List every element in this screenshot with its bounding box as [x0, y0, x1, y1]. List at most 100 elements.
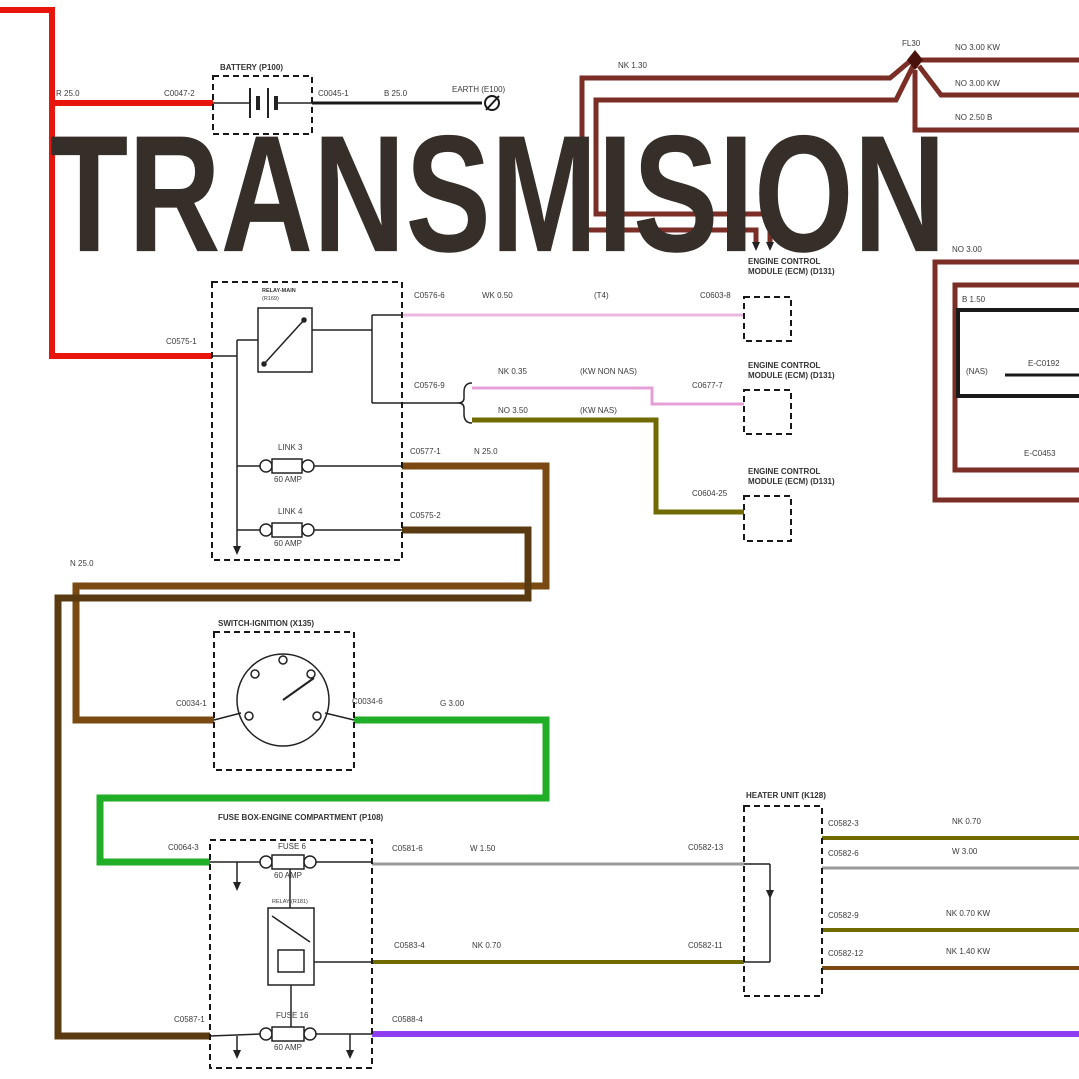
connector-label: E-C0192 — [1028, 359, 1060, 368]
ecm-box-3 — [743, 495, 792, 542]
heater-unit-box — [743, 805, 823, 997]
wire-code-label: NK 1.40 KW — [946, 947, 991, 956]
ecm-wire-olive — [472, 417, 744, 515]
connector-label: C0603-8 — [700, 291, 731, 300]
ignition-output-wire-green — [96, 716, 550, 866]
fusible-link-label: FL30 — [902, 39, 921, 48]
maroon-loop-outer — [579, 60, 911, 244]
fusible-link-harness-maroon — [579, 50, 1079, 503]
connector-label: C0577-1 — [410, 447, 441, 456]
fuse-rating-label: 60 AMP — [274, 1043, 303, 1052]
fuse-label: FUSE 6 — [278, 842, 307, 851]
wire-code-label: NK 0.35 — [498, 367, 527, 376]
fuse-label: LINK 4 — [278, 507, 303, 516]
component-name-ecm1: ENGINE CONTROL — [748, 257, 821, 266]
wire-code-label: NO 3.50 — [498, 406, 528, 415]
component-name-relay: RELAY-MAIN — [262, 288, 296, 294]
component-name-fusebox-relay: RELAY (R181) — [272, 899, 308, 905]
wire-code-label: B 1.50 — [962, 295, 986, 304]
component-name-ecm1b: MODULE (ECM) (D131) — [748, 267, 835, 276]
connector-label: C0582-6 — [828, 849, 859, 858]
wire-code-label: R 25.0 — [56, 89, 80, 98]
wire-code-label: N 25.0 — [474, 447, 498, 456]
fusible-link-node — [907, 50, 923, 70]
connector-label: C0064-3 — [168, 843, 199, 852]
component-name-ecm2: ENGINE CONTROL — [748, 361, 821, 370]
arrowheads — [233, 546, 774, 1059]
wire-code-label: N 25.0 — [70, 559, 94, 568]
page-title: TRANSMISION — [50, 101, 946, 288]
connector-label: C0034-1 — [176, 699, 207, 708]
main-relay-symbol — [257, 307, 313, 373]
wire-split-brace — [457, 382, 473, 424]
ecm-wire-pink-2 — [472, 386, 744, 406]
component-name-heater: HEATER UNIT (K128) — [746, 791, 826, 800]
connector-label: C0582-12 — [828, 949, 864, 958]
wire-code-label: NK 1.30 — [618, 61, 647, 70]
fuse-rating-label: 60 AMP — [274, 475, 303, 484]
maroon-c-loop-1 — [932, 259, 1079, 503]
ecm-box-1 — [743, 296, 792, 342]
wire-code-label: NO 3.00 KW — [955, 43, 1000, 52]
battery-symbol — [249, 88, 278, 118]
fuse16-symbol — [259, 1026, 317, 1042]
connector-label: C0575-2 — [410, 511, 441, 520]
connector-label: C0587-1 — [174, 1015, 205, 1024]
market-tag-label: (KW NAS) — [580, 406, 617, 415]
arrowhead-ecm-feed-1 — [752, 242, 760, 251]
battery-feed-wire-red — [0, 7, 213, 359]
maroon-right-3 — [912, 70, 1079, 133]
market-tag-label: (KW NON NAS) — [580, 367, 637, 376]
earth-label: EARTH (E100) — [452, 85, 506, 94]
component-name-battery: BATTERY (P100) — [220, 63, 283, 72]
wire-code-label: B 25.0 — [384, 89, 408, 98]
component-name-ecm3: ENGINE CONTROL — [748, 467, 821, 476]
fuse-rating-label: 60 AMP — [274, 871, 303, 880]
connector-label: C0582-11 — [688, 941, 723, 950]
connector-label: C0045-1 — [318, 89, 349, 98]
connector-label: C0047-2 — [164, 89, 195, 98]
fuse6-symbol — [259, 854, 317, 870]
component-name-ecm3b: MODULE (ECM) (D131) — [748, 477, 835, 486]
black-c-loop — [956, 308, 1079, 398]
wire-code-label: NK 0.70 KW — [946, 909, 991, 918]
maroon-c-loop-2 — [952, 282, 1079, 473]
wire-code-label: NK 0.70 — [472, 941, 501, 950]
ignition-feed-wire-brown — [72, 462, 550, 724]
ignition-switch-symbol — [236, 653, 330, 747]
wire-code-label: W 3.00 — [952, 847, 978, 856]
maroon-right-2 — [917, 64, 1079, 98]
wire-code-label: NO 2.50 B — [955, 113, 993, 122]
connector-label: C0575-1 — [166, 337, 197, 346]
wire-code-label: NO 3.00 KW — [955, 79, 1000, 88]
wire-code-label: WK 0.50 — [482, 291, 513, 300]
connector-label: C0034-6 — [352, 697, 383, 706]
connector-label: C0604-25 — [692, 489, 728, 498]
connector-label: C0582-13 — [688, 843, 724, 852]
connector-label: C0581-6 — [392, 844, 423, 853]
component-name-ecm2b: MODULE (ECM) (D131) — [748, 371, 835, 380]
component-id-relay: (R169) — [262, 296, 279, 302]
fusebox-relay-symbol — [267, 907, 315, 986]
market-tag-label: (NAS) — [966, 367, 988, 376]
wire-code-label: W 1.50 — [470, 844, 496, 853]
maroon-loop-inner — [593, 64, 916, 244]
fuse-rating-label: 60 AMP — [274, 539, 303, 548]
ignition-switch-box — [213, 631, 355, 771]
variant-tag-label: (T4) — [594, 291, 609, 300]
fusebox-feed-wire-darkbrown — [54, 526, 532, 1040]
connector-label: C0582-9 — [828, 911, 859, 920]
fuse-label: FUSE 16 — [276, 1011, 309, 1020]
connector-label: C0583-4 — [394, 941, 425, 950]
fusebox-box — [209, 839, 373, 1069]
earth-symbol — [484, 95, 500, 111]
component-name-ignition: SWITCH-IGNITION (X135) — [218, 619, 315, 628]
wire-code-label: NO 3.00 — [952, 245, 982, 254]
connector-label: C0677-7 — [692, 381, 723, 390]
wire-code-label: NK 0.70 — [952, 817, 981, 826]
connector-label: C0582-3 — [828, 819, 859, 828]
component-boxes — [209, 75, 823, 1069]
connector-label: C0576-9 — [414, 381, 445, 390]
